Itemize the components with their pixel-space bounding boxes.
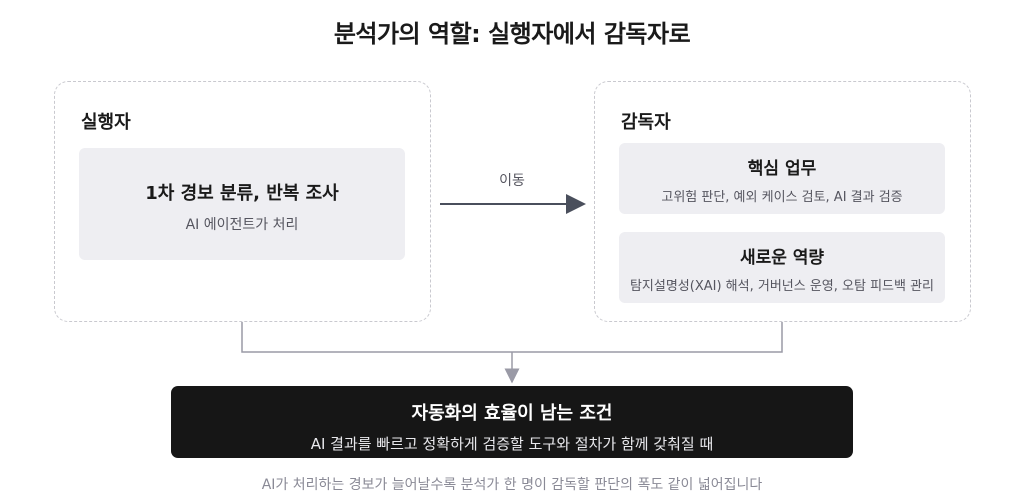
executor-task-subtitle: AI 에이전트가 처리 <box>185 217 299 233</box>
footnote: AI가 처리하는 경보가 늘어날수록 분석가 한 명이 감독할 판단의 폭도 같… <box>261 477 763 493</box>
core-duties-subtitle: 고위험 판단, 예외 케이스 검토, AI 결과 검증 <box>661 190 903 205</box>
supervisor-panel-title: 감독자 <box>621 112 671 133</box>
transition-label: 이동 <box>499 173 525 189</box>
new-skills-card: 새로운 역량 탐지설명성(XAI) 해석, 거버넌스 운영, 오탐 피드백 관리 <box>619 232 945 303</box>
executor-panel-title: 실행자 <box>81 112 131 133</box>
merge-connector <box>241 322 783 353</box>
executor-task-title: 1차 경보 분류, 반복 조사 <box>145 183 339 204</box>
core-duties-card: 핵심 업무 고위험 판단, 예외 케이스 검토, AI 결과 검증 <box>619 143 945 214</box>
conclusion-subtitle: AI 결과를 빠르고 정확하게 검증할 도구와 절차가 함께 갖춰질 때 <box>310 435 714 453</box>
executor-task-card: 1차 경보 분류, 반복 조사 AI 에이전트가 처리 <box>79 148 405 260</box>
core-duties-title: 핵심 업무 <box>747 159 817 179</box>
diagram-title: 분석가의 역할: 실행자에서 감독자로 <box>333 20 691 48</box>
new-skills-subtitle: 탐지설명성(XAI) 해석, 거버넌스 운영, 오탐 피드백 관리 <box>629 279 935 294</box>
executor-panel: 실행자 <box>54 81 431 322</box>
conclusion-banner: 자동화의 효율이 남는 조건 AI 결과를 빠르고 정확하게 검증할 도구와 절… <box>171 386 853 458</box>
new-skills-title: 새로운 역량 <box>739 248 825 268</box>
supervisor-panel: 감독자 <box>594 81 971 322</box>
conclusion-title: 자동화의 효율이 남는 조건 <box>411 403 613 424</box>
